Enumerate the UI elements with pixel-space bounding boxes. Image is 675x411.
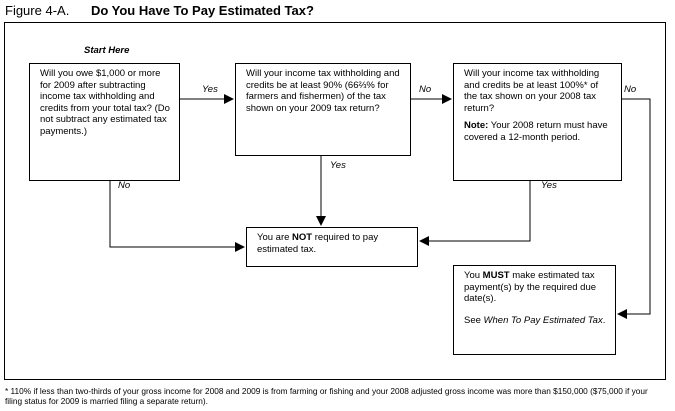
must-pay-pre: You [464,270,483,281]
footnote: * 110% if less than two-thirds of your g… [5,386,648,406]
arrow-q1-no [109,181,245,252]
edge-label-q1-yes: Yes [202,84,218,95]
must-pay-emph: MUST [482,270,510,281]
note-paragraph: Note: Your 2008 return must have covered… [464,120,613,143]
not-required-post: required to pay estimated tax. [257,232,379,255]
edge-label-q2-yes: Yes [330,160,346,171]
start-here-label: Start Here [84,45,130,56]
see-pre: See [464,314,484,326]
edge-label-q2-no: No [419,84,432,95]
figure-title: Do You Have To Pay Estimated Tax? [90,3,314,18]
question-100-percent-box: Will your income tax withholding and cre… [453,63,622,181]
edge-label-q3-no: No [624,84,637,95]
diagram-frame [4,22,666,380]
not-required-pre: You are [257,232,293,243]
see-post: . [602,314,606,326]
note-text: Your 2008 return must have covered a 12-… [464,120,608,143]
must-pay-post: make estimated tax payment(s) by the req… [464,270,597,304]
see-reference-paragraph: See When To Pay Estimated Tax. [464,315,607,327]
edge-label-q1-no: No [118,180,131,191]
see-reference: When To Pay Estimated Tax [483,314,603,326]
arrow-q3-no [617,98,651,319]
figure-label: Figure 4-A. [5,3,70,18]
arrow-q3-yes [419,181,531,246]
not-required-box: You are NOT required to pay estimated ta… [246,227,418,267]
question-90-percent-text-post: % for farmers and fishermen) of the tax … [246,79,389,114]
question-90-percent-text-pre: Will your income tax withholding and cre… [246,68,400,91]
must-pay-box: You MUST make estimated tax payment(s) b… [453,265,616,355]
question-owe-1000-box: Will you owe $1,000 or more for 2009 aft… [29,63,180,181]
question-100-percent-text: Will your income tax withholding and cre… [464,68,600,114]
edge-label-q3-yes: Yes [541,180,557,191]
question-90-percent-box: Will your income tax withholding and cre… [235,63,411,156]
fraction-two-thirds: ⅔ [358,79,367,91]
note-label: Note: [464,120,489,131]
figure-header: Figure 4-A. Do You Have To Pay Estimated… [5,3,314,18]
not-required-emph: NOT [292,232,313,243]
question-owe-1000-text: Will you owe $1,000 or more for 2009 aft… [40,68,170,137]
